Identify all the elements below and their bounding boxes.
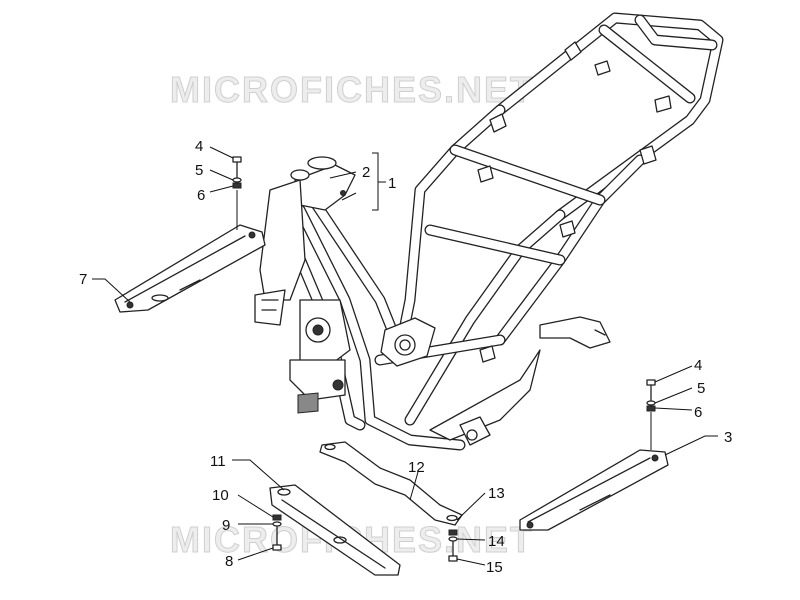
footrest-bracket-left[interactable] <box>114 224 266 313</box>
nut-lower-mid[interactable] <box>448 529 458 536</box>
bolt-right[interactable] <box>646 379 656 401</box>
cross-brace[interactable] <box>319 441 463 526</box>
callout-5-left: 5 <box>195 162 203 179</box>
lower-bracket-left[interactable] <box>269 484 401 576</box>
callout-12: 12 <box>408 459 425 476</box>
callout-13: 13 <box>488 485 505 502</box>
main-frame[interactable] <box>284 12 724 451</box>
washer-lower-mid[interactable] <box>448 536 458 542</box>
washer-left[interactable] <box>232 177 242 183</box>
leader-lines <box>92 146 718 566</box>
callout-7: 7 <box>79 271 87 288</box>
nut-right[interactable] <box>646 405 656 412</box>
callout-6-left: 6 <box>197 187 205 204</box>
callout-9: 9 <box>222 517 230 534</box>
callout-6-right: 6 <box>694 404 702 421</box>
callout-5-right: 5 <box>697 380 705 397</box>
callout-8: 8 <box>225 553 233 570</box>
callout-4-right: 4 <box>694 357 702 374</box>
callout-15: 15 <box>486 559 503 576</box>
callout-1: 1 <box>388 175 396 192</box>
callout-10: 10 <box>212 487 229 504</box>
steering-head[interactable] <box>254 156 356 414</box>
callout-11: 11 <box>210 453 226 470</box>
callout-1-dot <box>340 190 346 196</box>
callout-14: 14 <box>488 533 505 550</box>
nut-left[interactable] <box>232 182 242 189</box>
footrest-bracket-right[interactable] <box>519 449 669 531</box>
watermark-top: MICROFICHES.NET <box>170 69 534 110</box>
callout-2: 2 <box>362 164 370 181</box>
callout-3: 3 <box>724 429 732 446</box>
callout-4-left: 4 <box>195 138 203 155</box>
washer-lower-left[interactable] <box>272 521 282 527</box>
bolt-lower-mid[interactable] <box>448 541 458 562</box>
bolt-left[interactable] <box>232 156 242 179</box>
washer-right[interactable] <box>646 400 656 406</box>
nut-lower-left[interactable] <box>272 514 282 521</box>
bolt-lower-left[interactable] <box>272 526 282 551</box>
